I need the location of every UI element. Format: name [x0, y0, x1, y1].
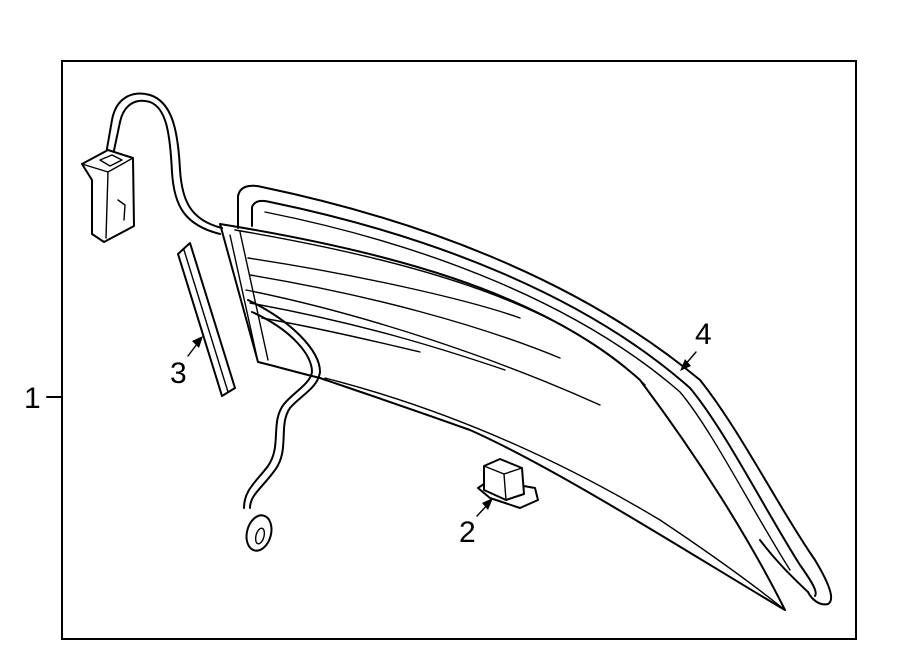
connector-front: [105, 171, 109, 239]
ground-lead-wire-2: [243, 311, 313, 509]
weatherstrip-mid: [264, 211, 791, 571]
callout-1-label: 1: [24, 382, 41, 415]
connector-slot: [99, 154, 123, 167]
molding-strip-edge: [183, 249, 229, 393]
ground-lead-wire: [247, 299, 321, 509]
callout-2: 2: [459, 498, 493, 549]
weatherstrip-end: [759, 539, 809, 593]
callout-3-arrowhead: [192, 336, 203, 348]
callout-2-arrowhead: [482, 498, 493, 510]
glass-pane: [219, 223, 786, 611]
callout-4-label: 4: [695, 318, 712, 351]
callout-2-label: 2: [459, 516, 476, 549]
defroster-line-1: [247, 257, 521, 319]
molding-strip-body: [177, 242, 236, 397]
stud-clip: [477, 458, 539, 509]
ring-terminal: [245, 514, 273, 552]
harness-cable: [104, 92, 223, 229]
callout-4: 4: [680, 318, 712, 371]
harness-connector: [81, 149, 135, 243]
harness-cable-2: [111, 99, 221, 235]
callout-4-arrowhead: [680, 359, 691, 371]
molding-strip: [177, 242, 236, 397]
defroster-line-3: [245, 289, 601, 406]
glass-inner-edge: [234, 229, 646, 386]
glass-bottom-edge: [324, 377, 786, 611]
ring-terminal-hole: [254, 527, 266, 545]
weatherstrip: [237, 184, 833, 606]
callout-1: 1: [24, 382, 63, 415]
stud-clip-front: [503, 473, 507, 501]
glass-side-edge-2: [239, 231, 269, 361]
wire-harness: [81, 92, 223, 243]
glass-assembly: [219, 223, 786, 611]
callout-3-label: 3: [170, 357, 187, 390]
weatherstrip-inner: [251, 199, 817, 597]
defroster-line-2: [249, 274, 561, 359]
glass-side-edge: [229, 234, 259, 363]
weatherstrip-outer: [237, 184, 833, 606]
connector-rib: [117, 199, 126, 221]
callout-3: 3: [170, 336, 203, 390]
diagram-frame: [61, 60, 857, 640]
ground-lead: [243, 299, 321, 552]
defroster-line-4: [249, 302, 506, 371]
